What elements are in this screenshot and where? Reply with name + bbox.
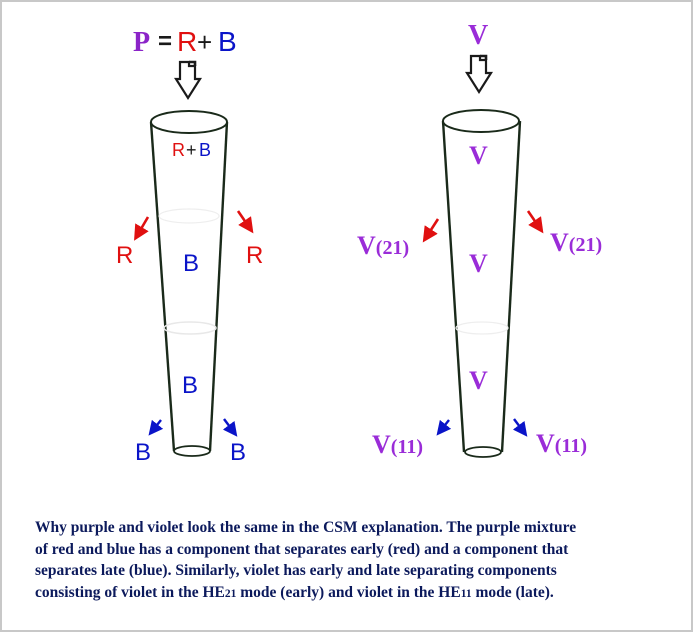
red-arrow-left-icon [134, 216, 150, 241]
early-red-left: R [116, 242, 133, 269]
late-blue-right: B [230, 439, 246, 466]
left-cone [149, 110, 229, 457]
left-inner-label: R + B [172, 140, 211, 160]
early-violet-left: V(21) [357, 231, 409, 260]
late-blue-left: B [135, 439, 151, 466]
red-arrow-left-icon-right [422, 218, 440, 243]
late-violet-left: V(11) [372, 430, 423, 459]
down-arrow-icon [174, 60, 202, 101]
left-title: P = R + B [133, 26, 237, 58]
title-p: P [133, 27, 150, 58]
caption-line-1: Why purple and violet look the same in t… [35, 519, 577, 536]
inner-r: R [172, 140, 185, 160]
red-arrow-right-icon [236, 210, 254, 234]
caption-line-3: separates late (blue). Similarly, violet… [35, 562, 557, 579]
title-r: R [177, 26, 197, 57]
inner-violet-1: V [469, 141, 488, 170]
caption-line-4: consisting of violet in the HE21 mode (e… [35, 583, 554, 601]
late-violet-right: V(11) [536, 429, 587, 458]
blue-arrow-left-icon [148, 419, 164, 436]
early-red-right: R [246, 242, 263, 269]
figure-caption: Why purple and violet look the same in t… [35, 517, 675, 605]
right-cone [441, 109, 522, 458]
inner-violet-2: V [469, 249, 488, 278]
inner-b: B [199, 140, 211, 160]
red-arrow-right-icon-right [526, 210, 544, 234]
inner-plus: + [186, 140, 197, 160]
blue-arrow-right-icon [222, 418, 238, 437]
title-equals: = [158, 28, 172, 55]
mid-blue-2: B [182, 372, 198, 399]
early-violet-right: V(21) [550, 228, 602, 257]
right-title-v: V [468, 20, 488, 51]
title-plus: + [197, 27, 212, 57]
mid-blue-1: B [183, 250, 199, 277]
blue-arrow-left-icon-right [436, 419, 452, 436]
inner-violet-3: V [469, 366, 488, 395]
title-b: B [218, 26, 237, 57]
caption-line-2: of red and blue has a component that sep… [35, 540, 569, 558]
down-arrow-icon-right [465, 54, 493, 95]
blue-arrow-right-icon-right [512, 418, 528, 437]
